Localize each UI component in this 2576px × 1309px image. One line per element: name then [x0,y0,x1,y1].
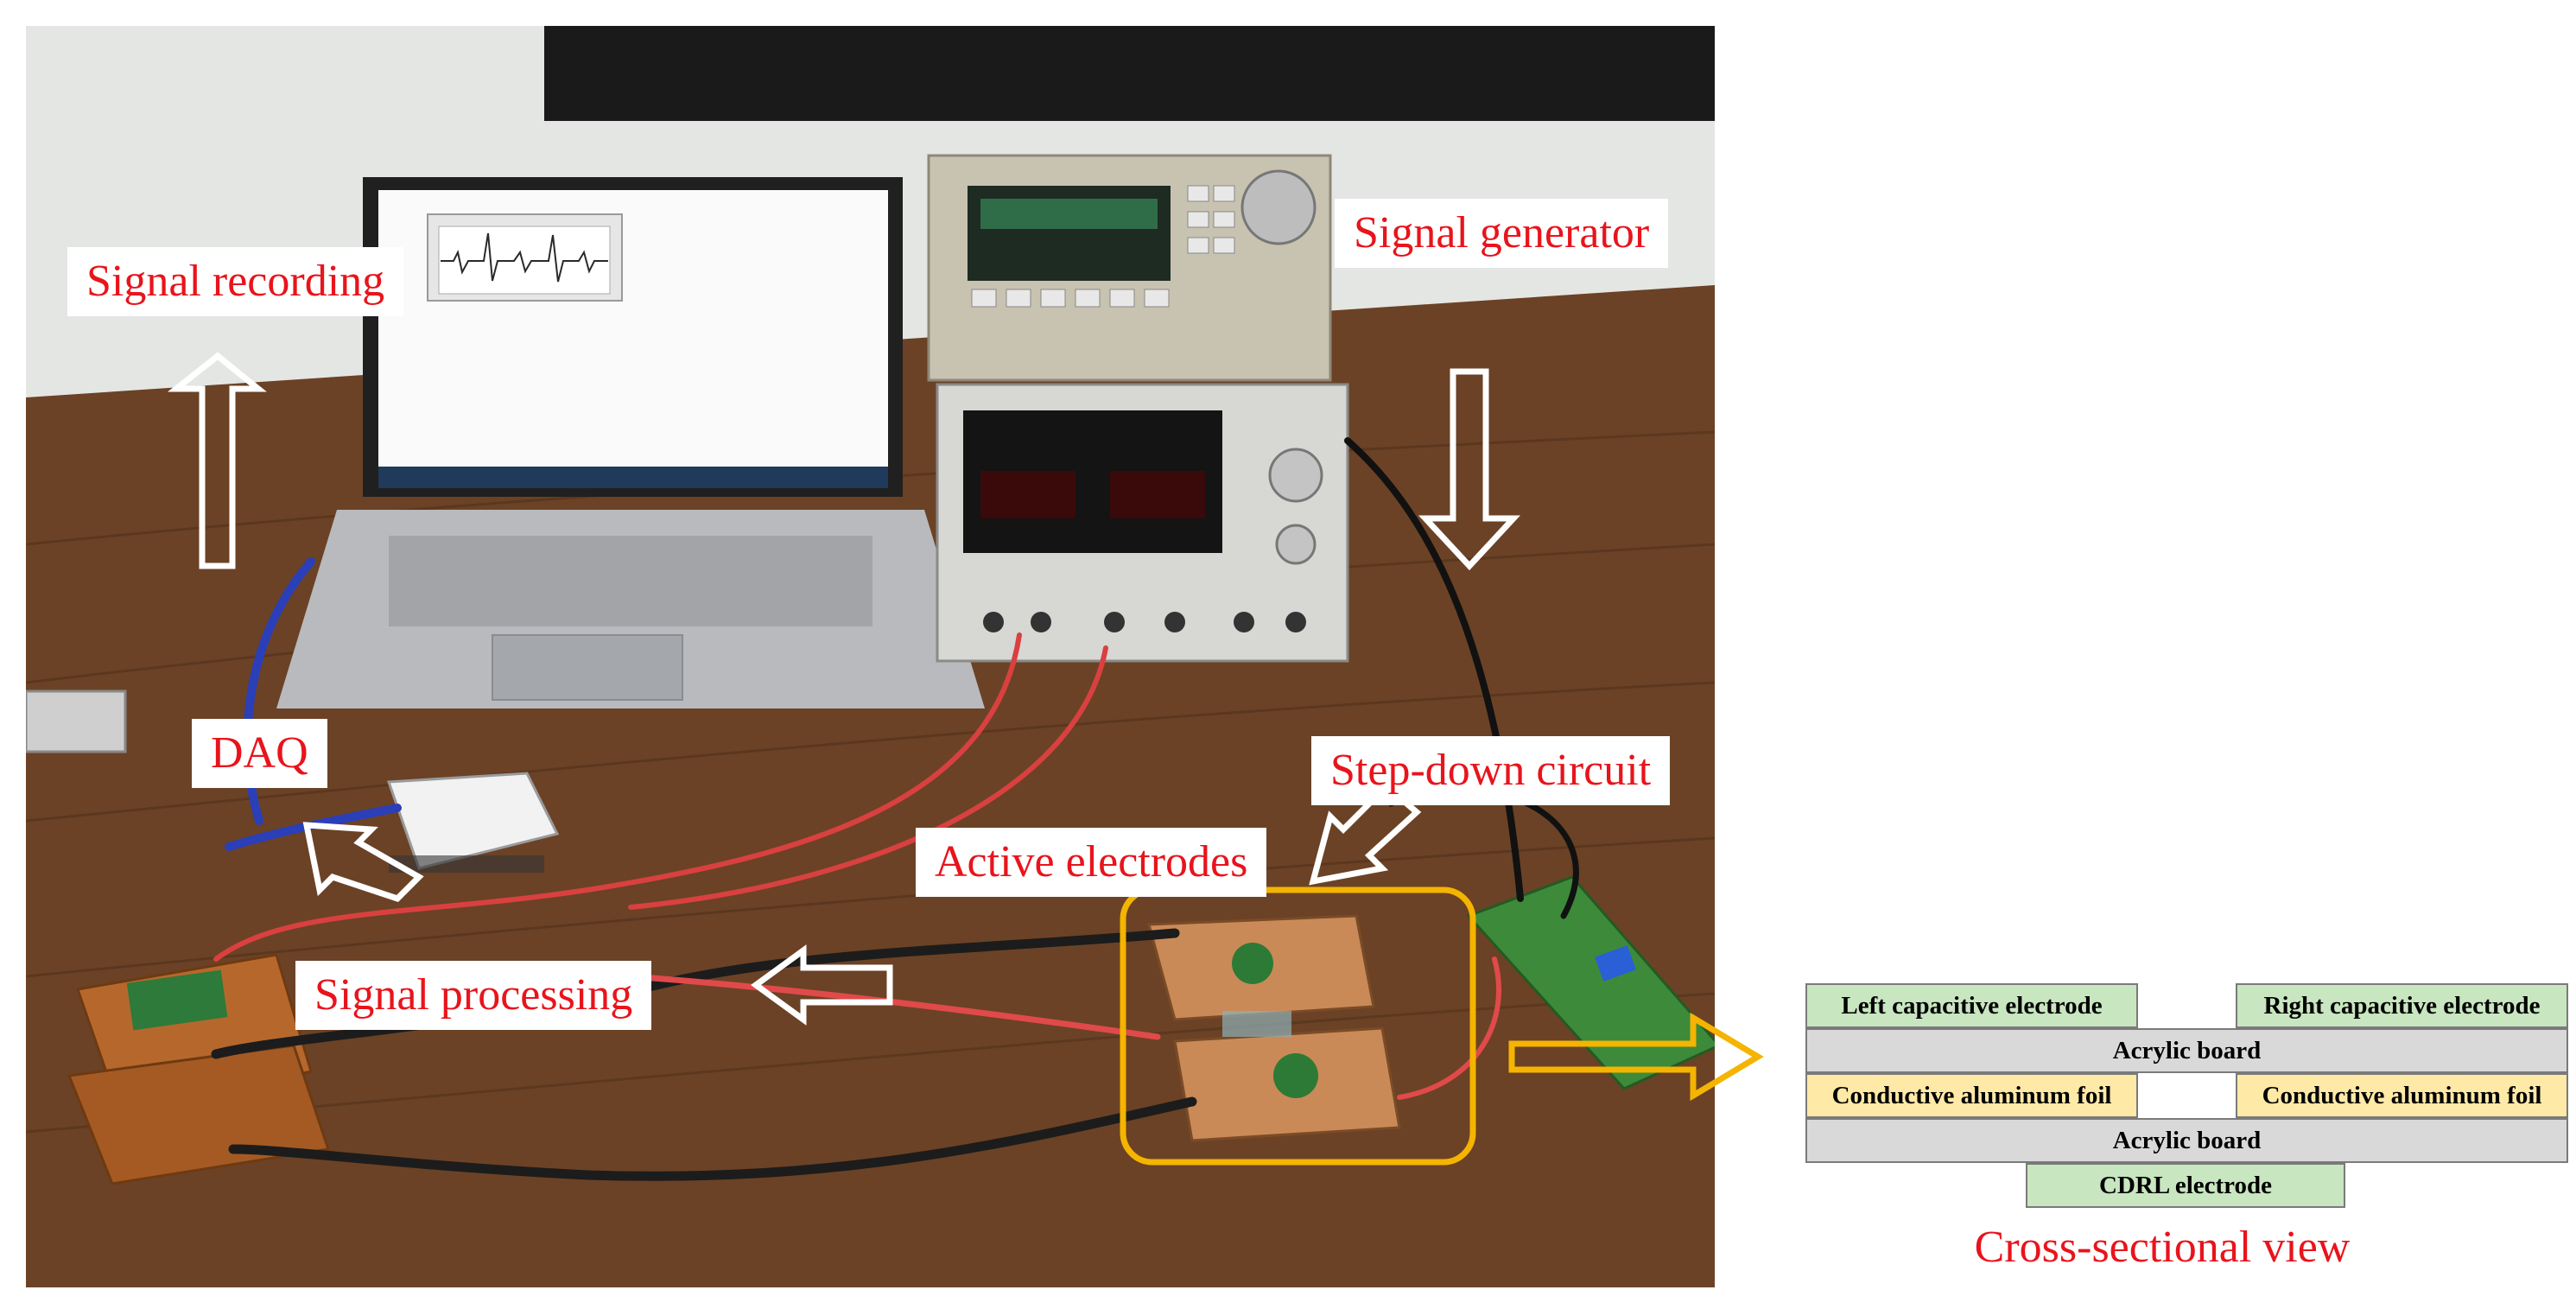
label-daq: DAQ [192,719,327,788]
arrow-daq [302,822,424,903]
label-step-down-circuit: Step-down circuit [1311,736,1671,805]
arrow-left-processing [751,944,893,1026]
recording-plot-area [438,226,611,295]
arrow-down-generator [1418,368,1521,571]
taskbar [378,467,888,488]
left-conductive-foil: Conductive aluminum foil [1805,1073,2138,1118]
right-electrode-circuit [1273,1053,1318,1098]
step-down-circuit-board [1466,875,1715,1090]
electrodes-highlight-box [1120,886,1476,1166]
left-electrode-circuit [1232,943,1273,984]
red-cable-3 [628,645,1108,910]
ecg-waveform [441,232,608,283]
label-signal-generator: Signal generator [1335,199,1669,268]
cdrl-electrode: CDRL electrode [2026,1163,2345,1208]
label-active-electrodes: Active electrodes [916,828,1267,897]
acrylic-board-bottom: Acrylic board [1805,1118,2568,1163]
touchpad [492,634,683,701]
arrow-up-recording [167,352,267,569]
label-signal-recording: Signal recording [67,247,404,316]
right-conductive-foil: Conductive aluminum foil [2236,1073,2568,1118]
monitor [544,26,1715,121]
left-capacitive-electrode: Left capacitive electrode [1805,983,2138,1028]
keyboard [389,536,872,626]
acrylic-board-top: Acrylic board [1805,1028,2568,1073]
black-cable-2 [228,1096,1197,1181]
arrow-to-cross-section [1508,1012,1764,1102]
cross-section-caption: Cross-sectional view [1974,1223,2351,1272]
black-cable-1 [211,928,1180,1059]
signal-generator-readout [980,199,1158,229]
right-capacitive-electrode: Right capacitive electrode [2236,983,2568,1028]
red-cable-4 [1397,956,1501,1100]
signal-generator-knob [1240,169,1317,245]
wall-socket [26,689,127,753]
daq-device [386,772,560,870]
label-signal-processing: Signal processing [295,961,652,1030]
red-cable-2 [213,632,1022,962]
arrow-stepdown [1309,782,1422,886]
